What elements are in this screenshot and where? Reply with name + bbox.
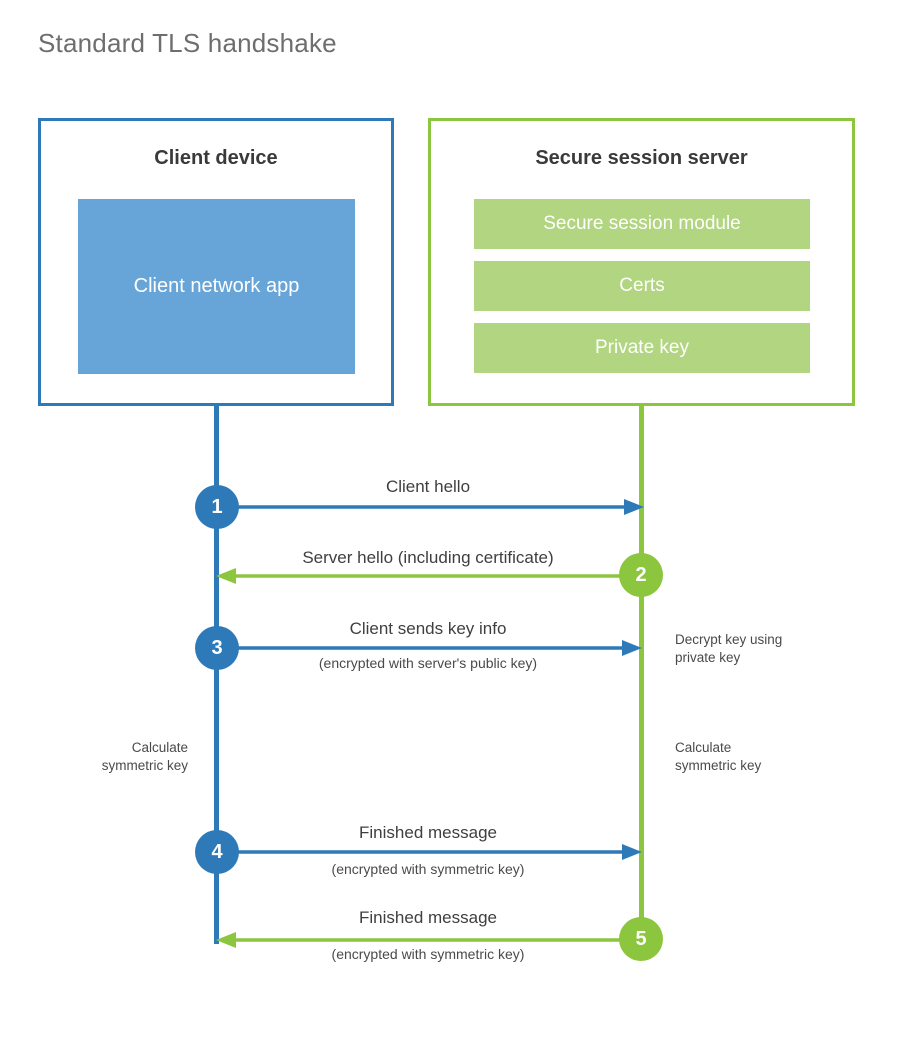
- annotation-client-calculate-symmetric-key: Calculate symmetric key: [101, 740, 188, 773]
- step-3-label-secondary: (encrypted with server's public key): [318, 655, 538, 671]
- secure-session-server-box: Secure session server Secure session mod…: [428, 118, 855, 406]
- annotation-server-decrypt-key: Decrypt key using private key: [675, 632, 783, 665]
- step-3-arrow-right-icon: [216, 637, 642, 659]
- step-4-arrow-right-icon: [216, 841, 642, 863]
- step-4-label-primary: Finished message: [359, 823, 497, 842]
- secure-session-server-title: Secure session server: [535, 147, 748, 169]
- step-5-label-secondary: (encrypted with symmetric key): [331, 946, 525, 962]
- step-2-arrow-left-icon: [216, 565, 642, 587]
- step-2-badge[interactable]: 2: [619, 553, 663, 597]
- server-lifeline: [639, 406, 644, 939]
- client-lifeline: [214, 406, 219, 944]
- server-module-private-key: Private key: [474, 323, 810, 373]
- client-device-title: Client device: [154, 147, 278, 169]
- step-1-badge[interactable]: 1: [195, 485, 239, 529]
- client-device-box: Client device Client network app: [38, 118, 394, 406]
- server-module-certs: Certs: [474, 261, 810, 311]
- step-5-badge[interactable]: 5: [619, 917, 663, 961]
- step-4-badge[interactable]: 4: [195, 830, 239, 874]
- step-5-arrow-left-icon: [216, 929, 642, 951]
- step-2-label: Server hello (including certificate): [302, 548, 554, 567]
- page-title: Standard TLS handshake: [38, 28, 337, 58]
- step-1-arrow-right-icon: [216, 496, 644, 518]
- server-module-list: Secure session module Certs Private key: [474, 199, 810, 373]
- step-3-label-primary: Client sends key info: [349, 619, 507, 638]
- step-1-label: Client hello: [385, 477, 471, 496]
- step-5-label-primary: Finished message: [359, 908, 497, 927]
- annotation-server-calculate-symmetric-key: Calculate symmetric key: [675, 740, 762, 773]
- server-module-secure-session-module: Secure session module: [474, 199, 810, 249]
- step-4-label-secondary: (encrypted with symmetric key): [331, 861, 525, 877]
- client-network-app-block: Client network app: [78, 199, 355, 374]
- step-3-badge[interactable]: 3: [195, 626, 239, 670]
